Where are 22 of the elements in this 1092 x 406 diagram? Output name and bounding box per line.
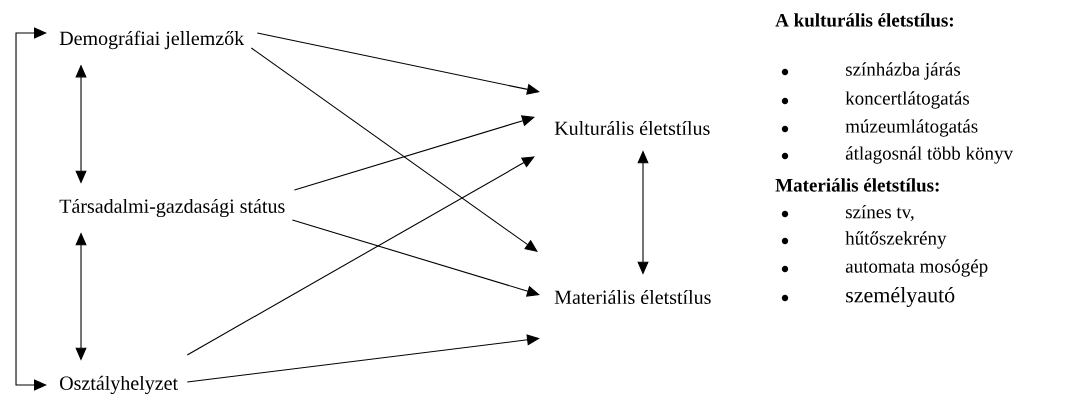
arrow: [250, 47, 538, 252]
list-item: automata mosógép: [845, 259, 988, 277]
arrow: [256, 32, 540, 95]
arrow: [186, 156, 535, 356]
list-item: személyautó: [846, 286, 955, 307]
list-item: színházba járás: [846, 62, 961, 80]
list-heading: A kulturális életstílus:: [775, 13, 953, 27]
list-item: múzeumlátogatás: [845, 119, 978, 137]
node-label: Társadalmi-gazdasági státus: [59, 198, 285, 218]
list-item: színes tv,: [846, 204, 914, 222]
list-item: koncertlátogatás: [845, 91, 970, 109]
arrow: [291, 219, 540, 297]
node-label: Demográfiai jellemzők: [59, 30, 245, 50]
node-label: Kulturális életstílus: [554, 120, 710, 136]
arrow: [293, 115, 535, 191]
list-heading: Materiális életstílus:: [775, 178, 939, 192]
arrow: [15, 27, 47, 391]
list-item: hűtőszekrény: [845, 231, 947, 249]
arrow: [186, 334, 540, 383]
node-label: Materiális életstílus: [554, 289, 711, 305]
node-label: Osztályhelyzet: [60, 375, 178, 395]
list-item: átlagosnál több könyv: [845, 146, 1014, 164]
